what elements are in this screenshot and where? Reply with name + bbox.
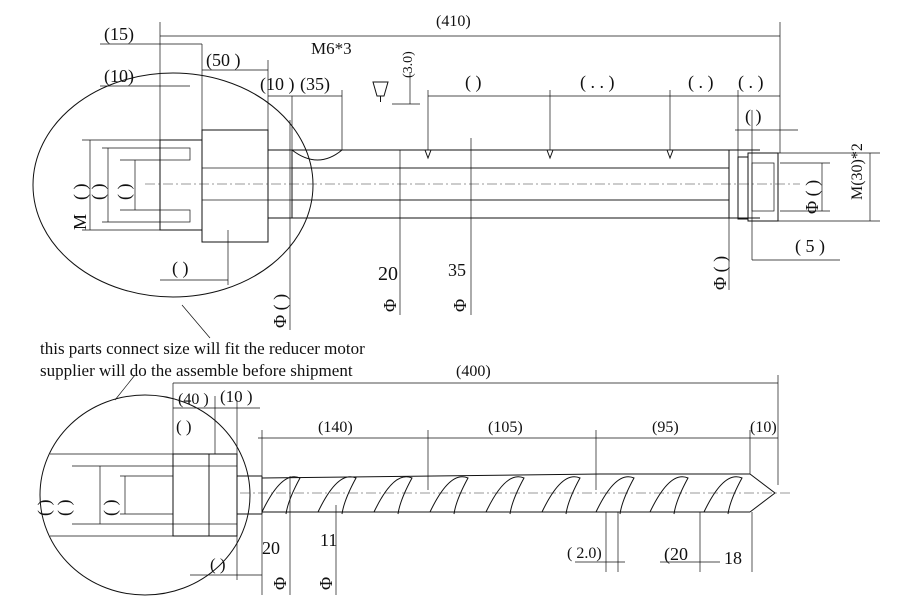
bottom-total-length: (400) <box>456 363 491 380</box>
note-line-2: supplier will do the assemble before shi… <box>40 361 353 380</box>
paren-left-bottom: ( ) <box>34 500 55 517</box>
phi-20-bottom: 20 <box>262 538 280 558</box>
dim-95: (95) <box>652 419 679 436</box>
phi-end: Φ ( ) <box>802 180 823 214</box>
dim-35: (35) <box>300 74 330 95</box>
dim-140: (140) <box>318 419 353 436</box>
dim-10-bottom: (10 ) <box>220 387 253 406</box>
top-total-length: (410) <box>436 13 471 30</box>
dim-15: (15) <box>104 24 134 45</box>
paren-b: ( ) <box>88 184 109 201</box>
phi-20-label: 20 <box>378 263 398 285</box>
top-dimension-lines <box>82 22 880 339</box>
notes: this parts connect size will fit the red… <box>40 339 365 380</box>
dim-10b: (10 ) <box>260 74 295 95</box>
paren-c: ( ) <box>114 184 135 201</box>
bottom-screw-drawing <box>39 394 790 596</box>
phi-11-sym: Φ <box>316 577 336 590</box>
phi-18: 18 <box>724 548 742 568</box>
dim-10-end: (10) <box>750 419 777 436</box>
dim-paren-bottom: ( ) <box>176 417 192 436</box>
dim-2: ( 2.0) <box>567 545 602 562</box>
phi-35-sym: Φ <box>450 299 470 312</box>
phi-35-label: 35 <box>448 260 466 280</box>
phi-20-sym: Φ <box>380 299 400 312</box>
paren-left-bottom-3: ( ) <box>100 500 121 517</box>
dim-gap3: ( . ) <box>688 72 714 93</box>
top-shaft-drawing <box>32 72 800 298</box>
dim-50: (50 ) <box>206 50 241 71</box>
paren-left-bottom-2: ( ) <box>54 500 75 517</box>
left-bottom-dim: ( ) <box>172 258 189 279</box>
bottom-paren: ( ) <box>210 555 226 574</box>
m30-thread: M(30)*2 <box>849 143 866 200</box>
phi-right: Φ ( ) <box>710 256 731 290</box>
phi-20-sym-bottom: Φ <box>270 577 290 590</box>
dim-5: ( 5 ) <box>795 236 825 257</box>
dim-gap1: ( ) <box>465 72 482 93</box>
bottom-labels: (400) (40 ) (10 ) ( ) (140) (105) (95) (… <box>34 363 777 590</box>
m-left: M <box>70 214 90 230</box>
note-line-1: this parts connect size will fit the red… <box>40 339 365 358</box>
dim-3: (3.0) <box>401 51 416 78</box>
dim-gap4: ( . ) <box>738 72 764 93</box>
top-labels: (410) (15) (50 ) (10) (10 ) (35) M6*3 (3… <box>70 13 866 328</box>
dim-gap2: ( . . ) <box>580 72 615 93</box>
phi-11: 11 <box>320 530 337 550</box>
dim-gap5: ( ) <box>745 106 762 127</box>
thread-hole-label: M6*3 <box>311 39 352 58</box>
phi-20b: (20 <box>664 544 688 565</box>
dim-10: (10) <box>104 66 134 87</box>
bottom-dimension-lines <box>50 374 779 595</box>
dim-105: (105) <box>488 419 523 436</box>
dim-40: (40 ) <box>178 391 209 408</box>
phi-left: Φ ( ) <box>270 294 291 328</box>
paren-a: ( ) <box>70 184 91 201</box>
